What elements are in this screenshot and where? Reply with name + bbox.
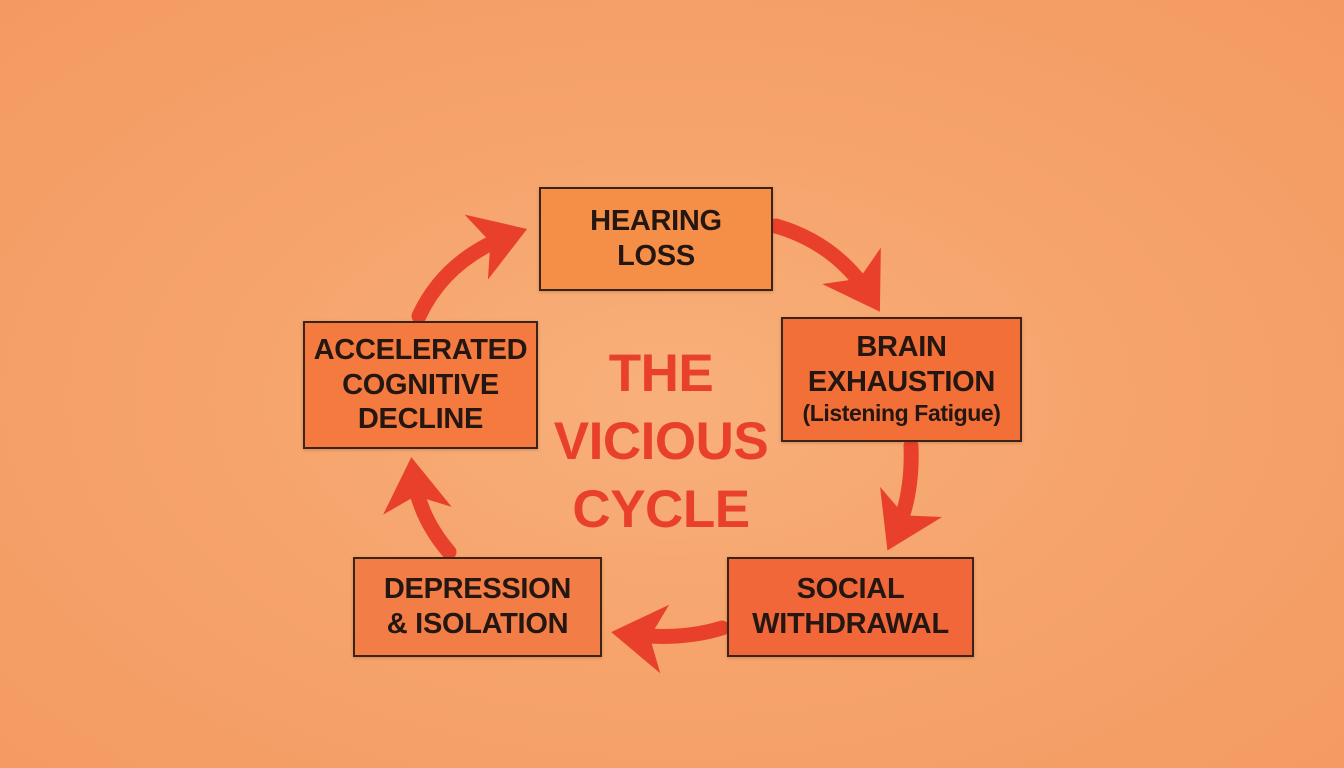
node-depression-isolation: DEPRESSION & ISOLATION [353,557,602,657]
node-label-line: WITHDRAWAL [752,608,949,640]
arrow-cognitive-to-hearing [411,214,528,324]
arrow-brain-to-social [880,438,943,551]
node-label-line: ACCELERATED [313,333,528,366]
node-label-line: BRAIN [856,330,947,363]
node-label-line: HEARING [590,205,722,238]
node-label-line: LOSS [617,240,695,272]
title-line: THE [608,344,714,403]
diagram-title: THE VICIOUS CYCLE [541,340,781,544]
node-label-line: & ISOLATION [386,608,569,640]
node-label-line: DECLINE [357,403,484,436]
arrow-depression-to-cognitive [383,457,457,560]
node-label-line: SOCIAL [796,573,905,606]
node-label-line: DEPRESSION [383,573,572,606]
arrow-hearing-to-brain [768,218,881,312]
node-accelerated-cognitive-decline: ACCELERATED COGNITIVE DECLINE [303,321,538,449]
node-sublabel: (Listening Fatigue) [802,400,1001,427]
node-hearing-loss: HEARING LOSS [539,187,773,291]
node-brain-exhaustion: BRAIN EXHAUSTION (Listening Fatigue) [781,317,1022,442]
node-social-withdrawal: SOCIAL WITHDRAWAL [727,557,974,657]
title-line: VICIOUS [553,412,769,471]
node-label-line: COGNITIVE [342,368,499,401]
arrow-social-to-depression [611,604,730,674]
title-line: CYCLE [572,480,750,539]
node-label-line: EXHAUSTION [807,365,996,398]
